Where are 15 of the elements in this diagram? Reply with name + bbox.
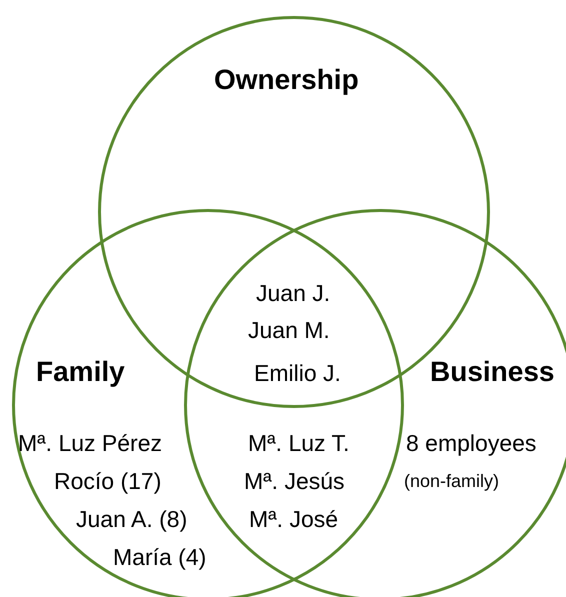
member-name: 8 employees <box>406 430 536 456</box>
member-name: Mª. José <box>249 506 338 532</box>
set-heading: Family <box>36 356 125 388</box>
member-name: Juan M. <box>248 317 330 344</box>
set-heading: Business <box>430 356 554 388</box>
note-text: (non-family) <box>404 471 500 492</box>
member-name: María (4) <box>113 544 206 570</box>
set-heading: Ownership <box>214 64 359 96</box>
member-name: Mª. Luz T. <box>248 430 350 456</box>
member-name: Mª. Jesús <box>244 468 345 494</box>
member-name: Rocío (17) <box>54 468 162 494</box>
member-name: Emilio J. <box>254 360 341 386</box>
member-name: Mª. Luz Pérez <box>18 430 162 456</box>
member-name: Juan A. (8) <box>76 506 188 532</box>
member-name: Juan J. <box>256 280 330 306</box>
